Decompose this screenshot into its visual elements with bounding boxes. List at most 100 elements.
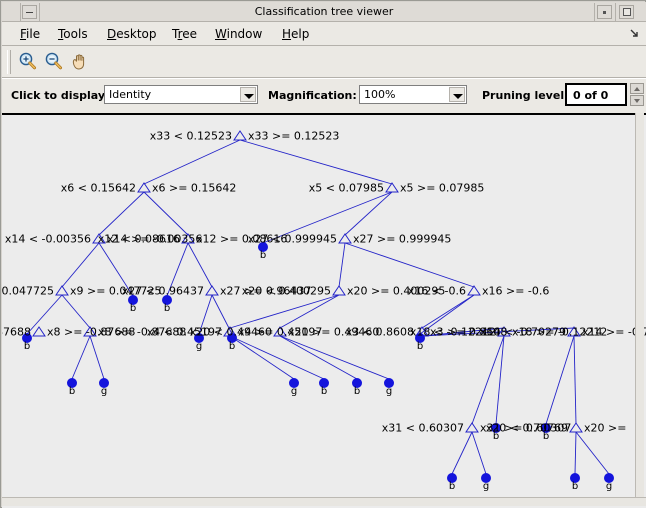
tree-leaf-node[interactable] [570,473,580,483]
tree-leaf-node[interactable] [162,295,172,305]
tree-edge [471,335,505,425]
tree-leaf-node[interactable] [227,333,237,343]
tree-branch-node[interactable] [205,285,219,296]
tree-branch-node[interactable] [497,326,511,337]
leaf-class-label: b [163,303,171,314]
branch-right-label: x14 >= -0.70279 [582,325,646,339]
tree-edge [344,191,393,236]
branch-left-label: x9 < 0.047725 [2,284,54,298]
pruning-level-field[interactable]: 0 of 0 [565,83,627,106]
leaf-class-label: g [482,481,490,492]
tree-leaf-node[interactable] [289,378,299,388]
branch-left-label: x3 < 0.8608 [345,325,414,339]
branch-left-label: x14 < -0.70279 [479,325,566,339]
tree-edge [419,294,475,335]
tree-branch-node[interactable] [92,233,106,244]
tree-branch-node[interactable] [385,182,399,193]
menu-desktop[interactable]: Desktop [107,27,157,41]
tree-leaf-node[interactable] [194,333,204,343]
branch-left-label: x20 < 0.70769 [485,421,568,435]
branch-right-label: x5 >= 0.07985 [400,181,485,195]
maximize-icon[interactable] [597,5,612,19]
branch-left-label: x18 < -0.12212 [409,325,496,339]
tree-leaf-node[interactable] [258,242,268,252]
tree-branch-node[interactable] [569,422,583,433]
tree-leaf-node[interactable] [481,473,491,483]
tree-branch-node[interactable] [567,326,581,337]
magnification-select[interactable]: 100% [359,85,467,104]
menu-window[interactable]: Window [215,27,263,41]
tree-branch-node[interactable] [332,285,346,296]
menu-help[interactable]: Help [282,27,310,41]
leaf-class-label: b [448,481,456,492]
branch-right-label: x16 >= -0.6 [482,284,550,298]
branch-right-label: x33 >= 0.12523 [248,129,340,143]
tree-edge [166,242,189,297]
tree-branch-node[interactable] [467,285,481,296]
leaf-class-label: g [195,341,203,352]
menu-file[interactable]: File [20,27,41,41]
tree-edge [98,191,145,236]
tree-branch-node[interactable] [338,233,352,244]
tree-leaf-node[interactable] [352,378,362,388]
tree-leaf-node[interactable] [541,423,551,433]
stepper-up-icon[interactable] [630,83,644,94]
tree-leaf-node[interactable] [415,333,425,343]
pruning-level-stepper[interactable] [630,83,644,106]
tree-leaf-node[interactable] [128,295,138,305]
tree-leaf-node[interactable] [67,378,77,388]
tree-edge [279,335,358,380]
tree-branch-node[interactable] [465,422,479,433]
minimize-icon[interactable] [22,5,37,19]
tool-bar [2,46,646,78]
vertical-scrollbar[interactable] [635,113,644,506]
horizontal-scrollbar[interactable] [2,497,646,506]
stepper-down-icon[interactable] [630,95,644,106]
restore-icon[interactable] [619,5,634,19]
branch-right-label: x4 >= 0.45197 [238,325,323,339]
zoom-out-icon[interactable] [42,51,66,73]
leaf-class-label: b [542,431,550,442]
tree-edge [421,327,505,337]
tree-branch-node[interactable] [233,130,247,141]
display-select[interactable]: Identity [104,85,258,104]
tree-leaf-node[interactable] [447,473,457,483]
pruning-level-label: Pruning level: [482,89,569,102]
branch-right-label: x20 >= 0.49460 [288,325,380,339]
tree-branch-node[interactable] [137,182,151,193]
click-to-display-label: Click to display: [11,89,110,102]
branch-left-label: x14 < -0.00356 [4,232,91,246]
tree-leaf-node[interactable] [491,423,501,433]
pan-hand-icon[interactable] [68,51,92,73]
tree-branch-node[interactable] [273,326,287,337]
dock-arrow-icon[interactable] [630,28,640,38]
tree-leaf-node[interactable] [99,378,109,388]
tree-edge [545,335,575,425]
menu-tools[interactable]: Tools [58,27,88,41]
window-title: Classification tree viewer [254,5,394,18]
tree-edge [279,335,390,380]
tree-leaf-node[interactable] [384,378,394,388]
tree-branch-node[interactable] [55,285,69,296]
tree-branch-node[interactable] [181,233,195,244]
zoom-in-icon[interactable] [16,51,40,73]
tree-leaf-node[interactable] [22,333,32,343]
tree-edge [471,431,487,475]
branch-left-label: x20 < 0.400295 [241,284,331,298]
tree-edge [239,139,393,185]
tree-leaf-node[interactable] [604,473,614,483]
tree-branch-node[interactable] [83,326,97,337]
leaf-class-label: b [228,341,236,352]
leaf-class-label: b [353,386,361,397]
tree-edge [211,294,233,335]
branch-right-label: x20 >= 0.400295 [347,284,446,298]
branch-left-label: x31 < 0.60307 [381,421,464,435]
menu-tree[interactable]: Tree [172,27,198,41]
tree-branch-node[interactable] [32,326,46,337]
branch-right-label: x18 >= -0.12212 [512,325,608,339]
tree-leaf-node[interactable] [319,378,329,388]
tree-edge [229,294,340,329]
